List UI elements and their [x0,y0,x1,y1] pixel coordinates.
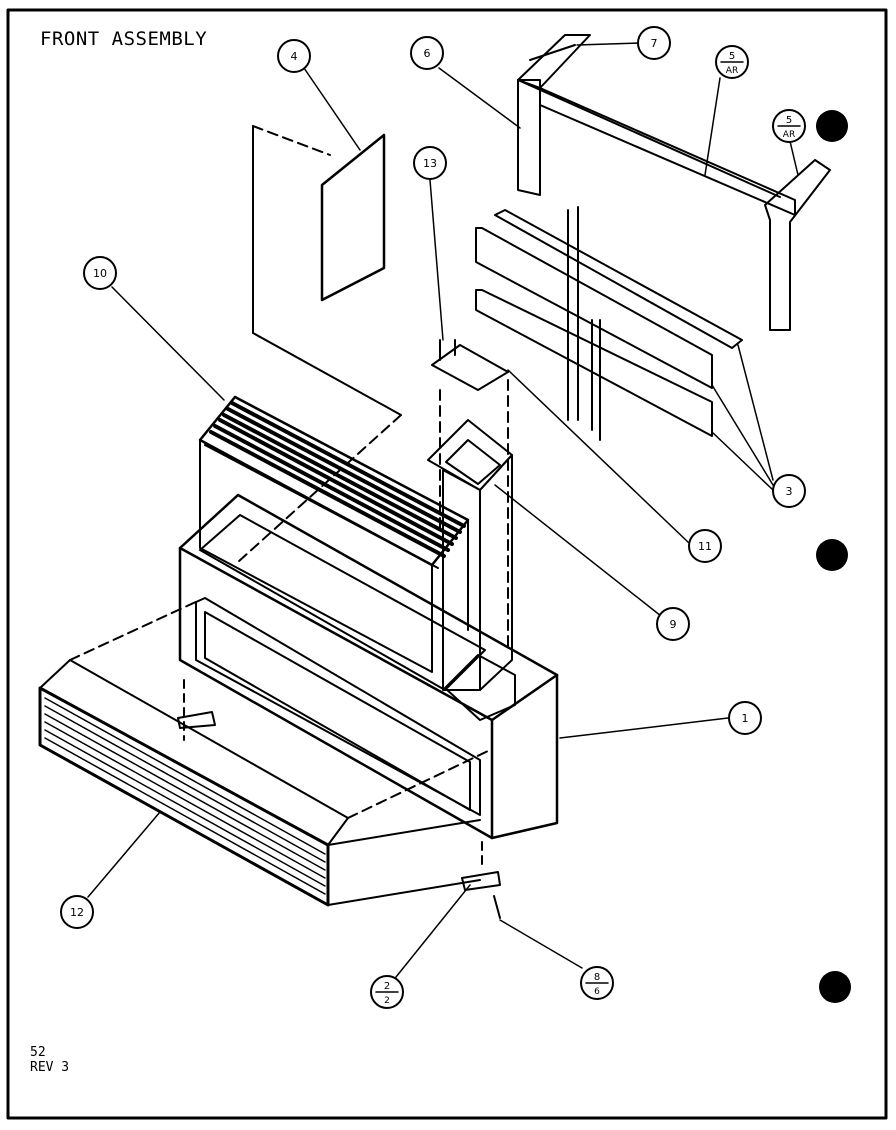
callout-c6: 6 [410,36,444,70]
callout-quantity: AR [783,130,795,140]
callout-c10: 10 [83,256,117,290]
callout-c7: 7 [637,26,671,60]
part-12-front-grille [38,599,491,907]
callout-c4: 4 [277,39,311,73]
callout-c2: 22 [370,975,404,1009]
part-2-clips [177,679,501,919]
revision-label: REV 3 [30,1060,70,1075]
page-title: FRONT ASSEMBLY [40,28,208,50]
part-9-collar [427,419,513,691]
callout-c3: 3 [772,474,806,508]
callout-number: 7 [651,37,658,50]
callout-number: 5 [729,51,735,62]
sheet-border [6,8,888,1120]
page-number: 52 [30,1045,46,1060]
callout-number: 6 [424,47,431,60]
part-3-strips [475,206,743,441]
binder-hole-top [816,110,848,142]
part-6-top-frame [517,34,831,331]
callout-number: 12 [70,906,84,919]
callout-c13: 13 [413,146,447,180]
callout-quantity: 6 [594,987,600,997]
callout-number: 4 [291,50,298,63]
callout-number: 5 [786,115,792,126]
binder-hole-middle [816,539,848,571]
callout-number: 2 [384,981,390,992]
part-1-cabinet [178,493,559,840]
callout-number: 11 [698,540,712,553]
callout-c12: 12 [60,895,94,929]
callout-c9: 9 [656,607,690,641]
callout-quantity: AR [726,66,738,76]
callout-c5b: 5AR [772,109,806,143]
part-4-side-panel [237,125,402,563]
callout-c11: 11 [688,529,722,563]
callout-c8: 86 [580,966,614,1000]
page-footer: 52 REV 3 [30,1045,69,1075]
callout-number: 1 [742,712,749,725]
callout-number: 8 [594,972,600,983]
callout-number: 9 [670,618,677,631]
callout-number: 10 [93,267,107,280]
part-13-11-bracket [431,339,509,651]
callout-c1: 1 [728,701,762,735]
callout-number: 13 [423,157,437,170]
part-10-top-grille [198,395,470,673]
leader-lines [87,42,799,978]
callout-quantity: 2 [384,996,390,1006]
callout-number: 3 [786,485,793,498]
callout-c5a: 5AR [715,45,749,79]
binder-hole-bottom [819,971,851,1003]
